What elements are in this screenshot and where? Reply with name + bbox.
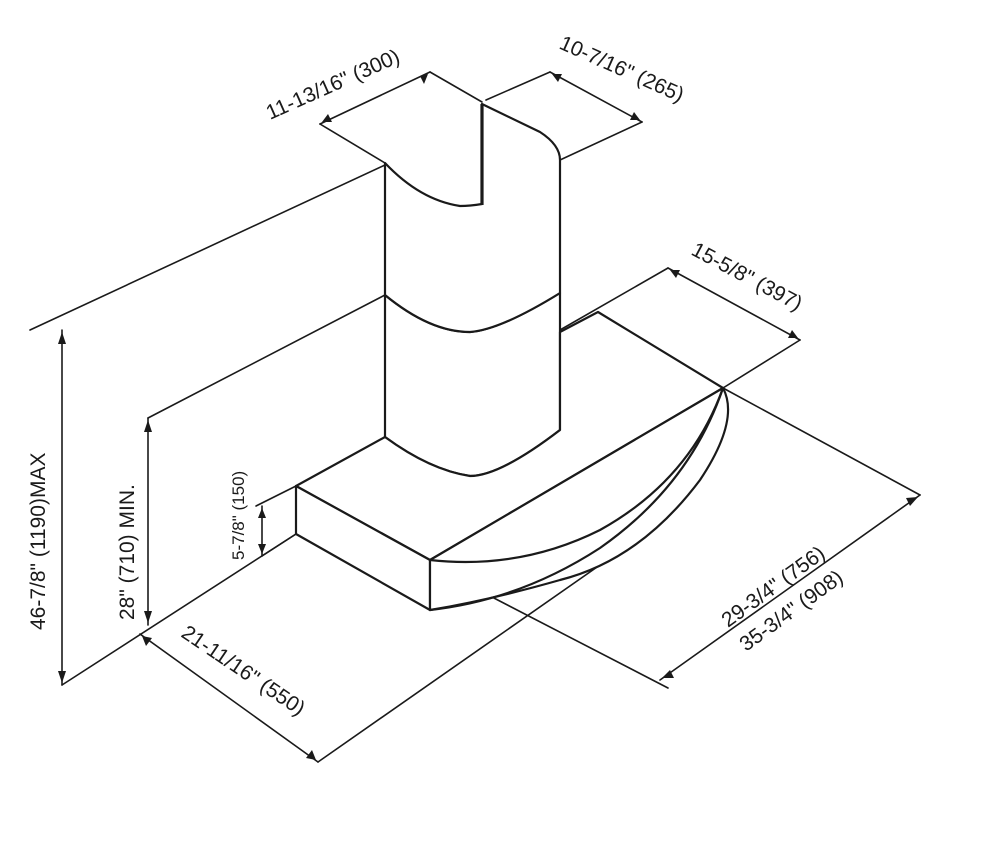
label-duct-width: 11-13/16" (300): [263, 45, 404, 124]
canopy-top: [294, 310, 725, 562]
label-overall-height: 46-7/8" (1190)MAX: [27, 453, 50, 631]
label-duct-depth: 10-7/16" (265): [556, 32, 687, 107]
arrowheads: [58, 74, 918, 760]
label-hood-depth: 15-5/8" (397): [688, 238, 806, 316]
label-min-height: 28" (710) MIN.: [116, 484, 139, 620]
label-canopy-height: 5-7/8" (150): [229, 471, 248, 560]
hood-body: [294, 102, 730, 612]
chimney-upper: [383, 102, 562, 334]
label-base-width: 21-11/16" (550): [177, 621, 309, 720]
